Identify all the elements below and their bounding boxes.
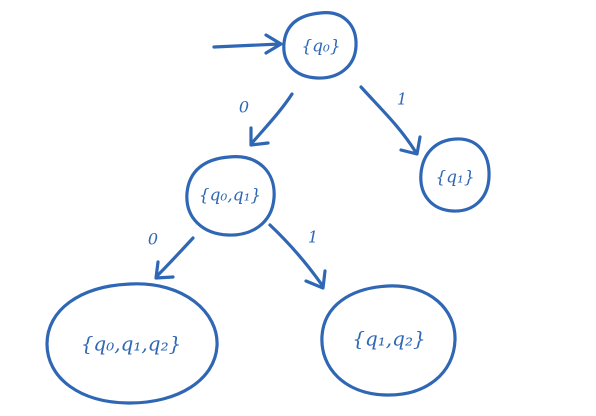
transition-label-q0-to-q0q1: 0	[239, 98, 249, 117]
transition-label-q0q1-to-q1q2: 1	[308, 228, 318, 247]
transition-label-q0q1-to-q0q1q2: 0	[148, 230, 158, 249]
transition-edge-q0-to-q0q1	[249, 92, 294, 147]
start-arrow	[212, 33, 283, 55]
transition-label-q0-to-q1: 1	[397, 90, 407, 109]
transition-edge-q0-to-q1	[359, 85, 422, 156]
state-node-q0q1q2[interactable]: {q₀,q₁,q₂}	[45, 282, 219, 405]
state-label-q1: {q₁}	[435, 168, 474, 188]
transition-edge-q0q1-to-q0q1q2	[154, 236, 195, 280]
state-label-q0q1q2: {q₀,q₁,q₂}	[81, 332, 182, 356]
state-node-q1q2[interactable]: {q₁,q₂}	[320, 284, 457, 397]
transition-edge-q0q1-to-q1q2	[268, 223, 327, 290]
state-label-q1q2: {q₁,q₂}	[352, 327, 425, 351]
state-node-q1[interactable]: {q₁}	[419, 137, 491, 213]
state-node-q0[interactable]: {q₀}	[282, 11, 358, 80]
state-label-q0: {q₀}	[301, 37, 340, 57]
state-label-q0q1: {q₀,q₁}	[199, 186, 261, 206]
state-node-q0q1[interactable]: {q₀,q₁}	[185, 155, 276, 237]
